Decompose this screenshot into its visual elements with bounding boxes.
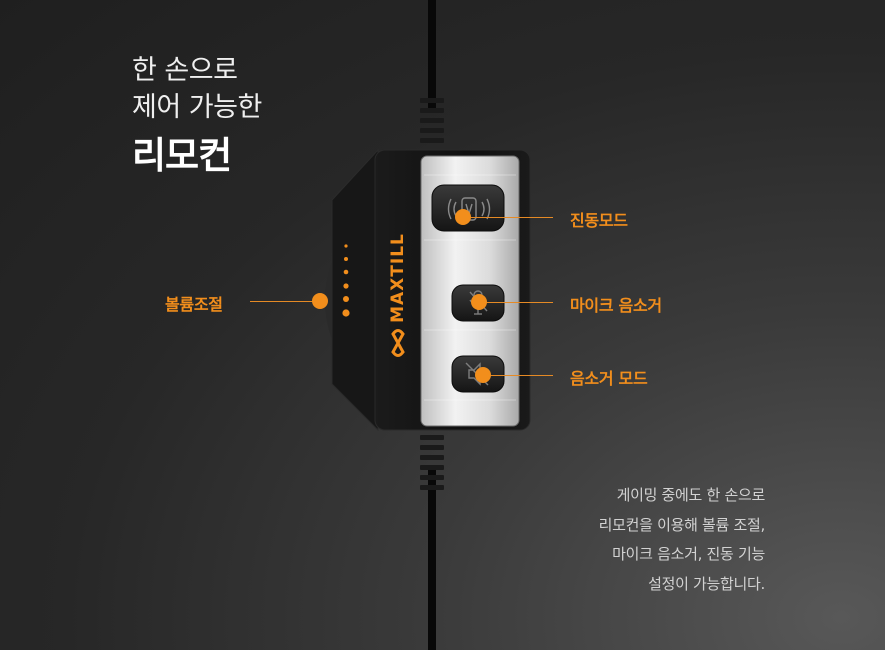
mute-mode-label: 음소거 모드 (570, 369, 648, 388)
description-line: 마이크 음소거, 진동 기능 (612, 545, 765, 563)
cable-ring (420, 485, 444, 490)
cable-ring (420, 465, 444, 470)
cable-ring (420, 435, 444, 440)
volume-level-dots (342, 244, 350, 317)
headline-line-1: 한 손으로 (132, 55, 238, 86)
mute-callout-line (483, 375, 553, 376)
description-line: 리모컨을 이용해 볼륨 조절, (598, 515, 766, 534)
description-line: 설정이 가능합니다. (648, 574, 765, 593)
cable-ring (420, 108, 444, 113)
cable-ring (420, 128, 444, 133)
cable-bottom (428, 470, 436, 650)
maxtill-logo: MAXTILL (388, 233, 408, 357)
mic-callout-line (479, 302, 553, 303)
description: 게이밍 중에도 한 손으로 리모컨을 이용해 볼륨 조절, 마이크 음소거, 진… (598, 481, 766, 599)
volume-callout-dot (312, 293, 328, 309)
vibration-mode-button[interactable] (431, 184, 505, 232)
cable-ring (420, 98, 444, 103)
volume-callout-line (250, 301, 320, 302)
cable-ring (420, 475, 444, 480)
vibration-callout-dot (455, 209, 471, 225)
vibration-mode-label: 진동모드 (570, 211, 628, 230)
cable-ring (420, 445, 444, 450)
description-line: 게이밍 중에도 한 손으로 (616, 486, 766, 504)
cable-top (428, 0, 436, 110)
cable-ring (420, 118, 444, 123)
mute-callout-dot (475, 367, 491, 383)
volume-control-label: 볼륨조절 (165, 295, 223, 314)
headline-title: 리모컨 (132, 134, 232, 177)
mic-callout-dot (471, 294, 487, 310)
cable-ring (420, 138, 444, 143)
logo-text: MAXTILL (388, 233, 408, 323)
vibration-callout-line (463, 217, 553, 218)
mic-mute-label: 마이크 음소거 (570, 296, 662, 315)
cable-ring (420, 455, 444, 460)
headline: 한 손으로 제어 가능한 리모컨 (132, 52, 262, 182)
headline-line-2: 제어 가능한 (132, 92, 262, 123)
